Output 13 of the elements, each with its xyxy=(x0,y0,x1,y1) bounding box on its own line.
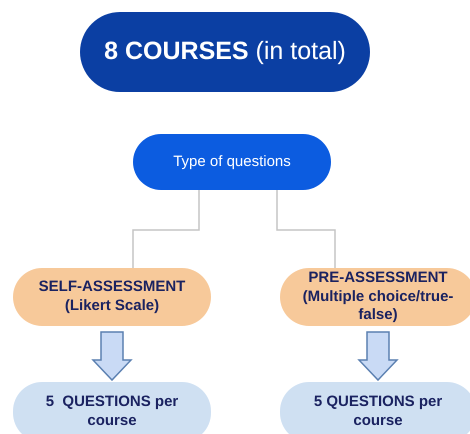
type-pill xyxy=(280,268,470,326)
result-pill xyxy=(280,382,470,434)
node-label: 8 COURSES (in total) xyxy=(104,36,346,68)
result-pill xyxy=(13,382,211,434)
node-label: 5 QUESTIONS per course xyxy=(312,393,444,431)
node-label: PRE-ASSESSMENT (Multiple choice/true-false) xyxy=(302,268,454,326)
connector-line xyxy=(132,190,200,268)
node-label: 5 QUESTIONS per course xyxy=(44,393,180,431)
connector-line xyxy=(276,190,336,268)
block-arrow xyxy=(91,331,133,382)
block-arrow xyxy=(357,331,399,382)
node-label: SELF-ASSESSMENT (Likert Scale) xyxy=(38,278,186,316)
node-label: Type of questions xyxy=(173,152,291,172)
